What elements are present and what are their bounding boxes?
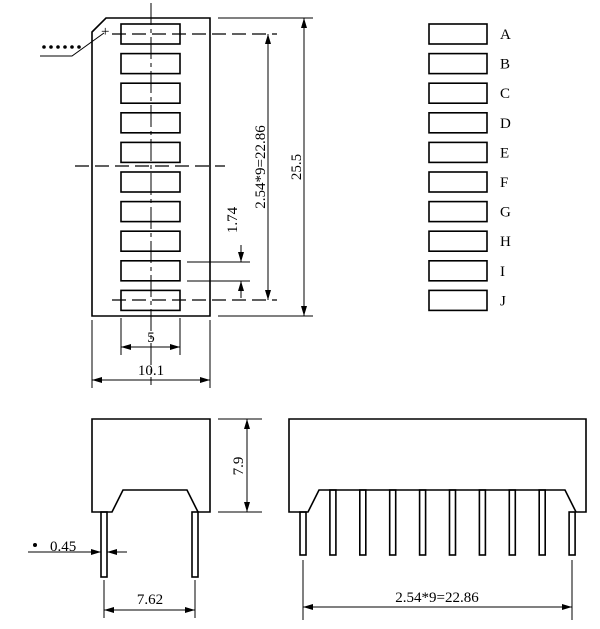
legend-segment-label: E [500, 145, 509, 161]
marker-dot [49, 45, 53, 49]
legend-segment-box [428, 23, 488, 45]
pin [358, 489, 367, 556]
pin [568, 511, 576, 556]
dim-height: 7.9 [231, 457, 247, 476]
top-view: + 2.54*9=22.86 25.5 1.74 5 10.1 [40, 3, 313, 388]
legend-segment-label: F [500, 175, 508, 191]
legend-segment-box [428, 171, 488, 193]
pin1-marker: + [40, 24, 109, 57]
legend-segment-label: H [500, 234, 511, 250]
pin [508, 489, 517, 556]
dim-front-pitch-total: 2.54*9=22.86 [395, 590, 479, 606]
marker-dot [77, 45, 81, 49]
pin [448, 489, 457, 556]
dim-length: 25.5 [289, 154, 305, 180]
pin [388, 489, 397, 556]
pin [100, 511, 108, 578]
legend-segment-label: I [500, 264, 505, 280]
legend-segment-label: D [500, 116, 511, 132]
dim-pitch-total: 2.54*9=22.86 [253, 125, 269, 209]
pin [478, 489, 487, 556]
legend-segment-label: C [500, 86, 510, 102]
legend-segment-box [428, 200, 488, 223]
dim-pin-diameter: 0.45 [50, 539, 76, 555]
legend-segment-label: A [500, 27, 511, 43]
marker-dot [42, 45, 46, 49]
legend-segment-box [428, 52, 488, 75]
pin [299, 511, 307, 556]
legend-segment-label: G [500, 205, 511, 221]
pin1-plus-label: + [101, 24, 109, 40]
side-view: 7.9 0.45 7.62 [28, 418, 262, 618]
legend-segment-label: B [500, 57, 510, 73]
dim-segment-width: 5 [147, 330, 155, 346]
pin [329, 489, 337, 556]
pin [191, 511, 199, 578]
legend-segment-box [428, 289, 488, 312]
legend-segment-box [428, 141, 488, 164]
legend-segment-label: J [500, 293, 506, 309]
legend-segment-box [428, 259, 488, 282]
front-view: 2.54*9=22.86 [288, 418, 587, 620]
marker-dot [56, 45, 60, 49]
dim-width: 10.1 [138, 363, 164, 379]
legend-segment-box [428, 112, 488, 134]
dim-segment-gap: 1.74 [225, 206, 241, 233]
legend-segment-box [428, 82, 488, 104]
legend-segment-box [428, 230, 488, 252]
marker-dot [63, 45, 67, 49]
pin [538, 489, 547, 556]
dim-row-spacing: 7.62 [137, 592, 163, 608]
marker-dot [70, 45, 74, 49]
pin [418, 489, 427, 556]
